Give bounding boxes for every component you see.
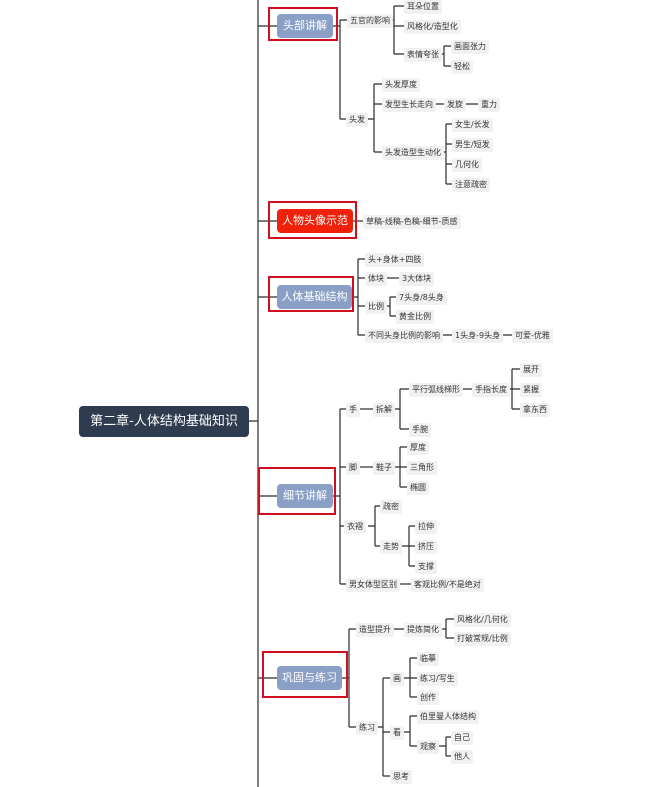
node-copy[interactable]: 临摹 <box>417 652 439 666</box>
node-geometric[interactable]: 几何化 <box>452 158 482 172</box>
highlight-outline <box>268 276 354 312</box>
node-grip[interactable]: 紧握 <box>520 383 542 397</box>
node-one-to-nine-heads[interactable]: 1头身-9头身 <box>452 329 504 343</box>
node-sketch-life[interactable]: 练习/写生 <box>417 672 458 686</box>
node-density[interactable]: 注意疏密 <box>452 178 490 192</box>
node-look[interactable]: 看 <box>390 726 404 740</box>
node-demo-steps[interactable]: 草稿-线稿-色稿-细节-质感 <box>363 215 461 229</box>
node-hair-direction[interactable]: 发型生长走向 <box>382 98 436 112</box>
node-ratio-effect[interactable]: 不同头身比例的影响 <box>365 329 443 343</box>
node-bridgman-anatomy[interactable]: 伯里曼人体结构 <box>417 710 479 724</box>
node-male-short-hair[interactable]: 男生/短发 <box>452 138 493 152</box>
node-refine-simplify[interactable]: 提炼简化 <box>404 623 442 637</box>
node-hold-object[interactable]: 拿东西 <box>520 403 550 417</box>
node-break-rules[interactable]: 打破常规/比例 <box>454 632 511 646</box>
node-hair-whorl[interactable]: 发旋 <box>444 98 466 112</box>
node-triangle[interactable]: 三角形 <box>407 461 437 475</box>
node-golden-ratio[interactable]: 黄金比例 <box>396 310 434 324</box>
node-wrist[interactable]: 手腕 <box>409 423 431 437</box>
node-self[interactable]: 自己 <box>451 731 473 745</box>
node-style-geometric[interactable]: 风格化/几何化 <box>454 613 511 627</box>
node-finger-length[interactable]: 手指长度 <box>472 383 510 397</box>
node-spread[interactable]: 展开 <box>520 363 542 377</box>
section-body-structure[interactable]: 人体基础结构 <box>277 285 352 309</box>
node-hair-animation[interactable]: 头发造型生动化 <box>382 146 444 160</box>
node-sparse-dense[interactable]: 疏密 <box>380 500 402 514</box>
node-ratio[interactable]: 比例 <box>365 300 387 314</box>
node-stylized[interactable]: 风格化/造型化 <box>404 20 461 34</box>
node-thickness[interactable]: 厚度 <box>407 441 429 455</box>
section-detail[interactable]: 细节讲解 <box>277 484 333 508</box>
node-image-tension[interactable]: 画面张力 <box>451 40 489 54</box>
node-parallel-arc-trapezoid[interactable]: 平行弧线梯形 <box>409 383 463 397</box>
node-hair-thickness[interactable]: 头发厚度 <box>382 78 420 92</box>
node-exaggerated-expression[interactable]: 表情夸张 <box>404 48 442 62</box>
node-ellipse[interactable]: 椭圆 <box>407 481 429 495</box>
node-clothes-folds[interactable]: 衣褶 <box>344 520 366 534</box>
node-squeeze[interactable]: 挤压 <box>415 540 437 554</box>
node-think[interactable]: 思考 <box>390 770 412 784</box>
node-female-long-hair[interactable]: 女生/长发 <box>452 118 493 132</box>
node-shape-improve[interactable]: 造型提升 <box>356 623 394 637</box>
node-ear-position[interactable]: 耳朵位置 <box>404 0 442 14</box>
node-foot[interactable]: 脚 <box>346 461 360 475</box>
node-split[interactable]: 拆解 <box>373 403 395 417</box>
node-three-blocks[interactable]: 3大体块 <box>399 272 435 286</box>
node-relaxed[interactable]: 轻松 <box>451 60 473 74</box>
node-hand[interactable]: 手 <box>346 403 360 417</box>
root-node[interactable]: 第二章-人体结构基础知识 <box>79 406 249 437</box>
node-seven-eight-heads[interactable]: 7头身/8头身 <box>396 291 447 305</box>
node-draw[interactable]: 画 <box>390 672 404 686</box>
node-head-body-limbs[interactable]: 头+身体+四肢 <box>365 253 425 267</box>
section-practice[interactable]: 巩固与练习 <box>277 666 342 690</box>
highlight-outline <box>258 467 336 515</box>
node-shoe[interactable]: 鞋子 <box>373 461 395 475</box>
highlight-outline <box>262 651 348 698</box>
node-observe[interactable]: 观察 <box>417 740 439 754</box>
node-gender-body-difference[interactable]: 男女体型区别 <box>346 578 400 592</box>
node-objective-ratio[interactable]: 客观比例/不是绝对 <box>411 578 484 592</box>
node-trend[interactable]: 走势 <box>380 540 402 554</box>
node-practice[interactable]: 练习 <box>356 721 378 735</box>
node-create[interactable]: 创作 <box>417 691 439 705</box>
highlight-outline <box>268 7 338 41</box>
section-head[interactable]: 头部讲解 <box>277 14 333 38</box>
node-gravity[interactable]: 重力 <box>478 98 500 112</box>
node-cute-elegant[interactable]: 可爱-优雅 <box>512 329 553 343</box>
node-stretch[interactable]: 拉伸 <box>415 520 437 534</box>
node-volume[interactable]: 体块 <box>365 272 387 286</box>
node-support[interactable]: 支撑 <box>415 560 437 574</box>
highlight-outline <box>268 201 357 239</box>
node-facial-influence[interactable]: 五官的影响 <box>347 14 393 28</box>
node-hair[interactable]: 头发 <box>346 113 368 127</box>
node-others[interactable]: 他人 <box>451 750 473 764</box>
section-demo[interactable]: 人物头像示范 <box>277 209 353 233</box>
